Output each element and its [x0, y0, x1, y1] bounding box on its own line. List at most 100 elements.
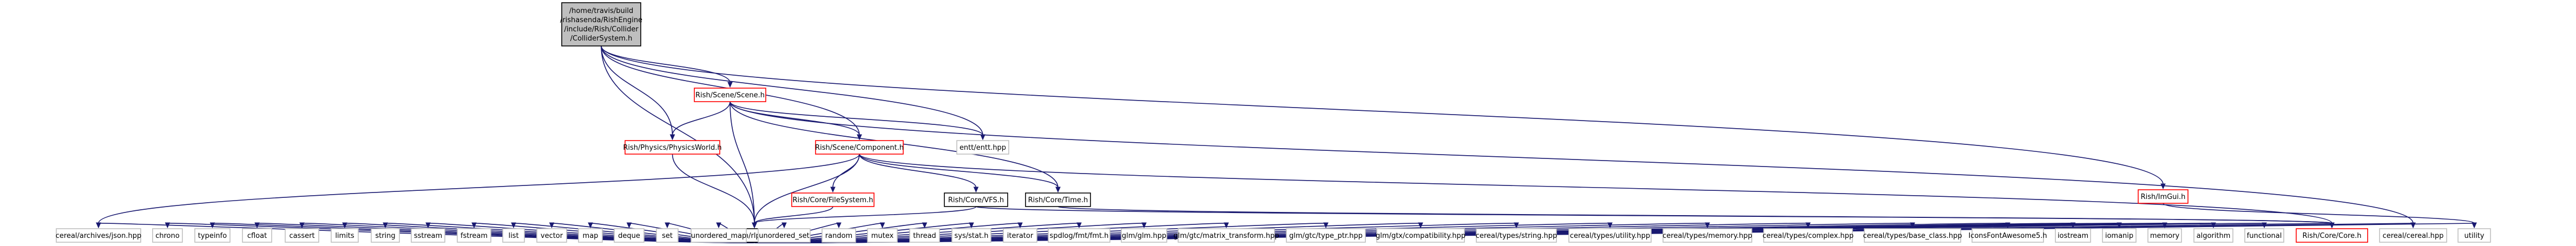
- edge-scenecomponent-to-time: [859, 154, 1061, 193]
- node-spdlog: spdlog/fmt/fmt.h: [1048, 228, 1110, 243]
- node-sstream: sstream: [411, 228, 445, 243]
- node-box: [152, 228, 183, 243]
- node-box: [2193, 228, 2233, 243]
- edge-arrowhead: [879, 222, 885, 229]
- node-filesystem[interactable]: Rish/Core/FileSystem.h: [791, 192, 875, 207]
- edge-arrowhead: [922, 222, 928, 229]
- node-box: [2102, 228, 2137, 243]
- node-box: [561, 2, 641, 46]
- node-label: Rish/Physics/PhysicsWorld.h: [623, 144, 721, 152]
- node-box: [1286, 228, 1366, 243]
- node-box: [944, 192, 1008, 207]
- node-box: [502, 228, 525, 243]
- node-box: [909, 228, 940, 243]
- node-unordered_set: unordered_set: [758, 228, 811, 243]
- edge-arrowhead: [830, 187, 836, 193]
- edge-arrowhead: [383, 222, 388, 229]
- edge-root-to-imgui: [601, 45, 2166, 190]
- node-box: [371, 228, 400, 243]
- node-label: deque: [618, 232, 640, 240]
- node-box: [1178, 228, 1275, 243]
- node-label: map: [583, 232, 599, 240]
- node-label: limits: [335, 232, 354, 240]
- edge-arrowhead: [665, 222, 670, 229]
- node-label: /home/travis/build: [569, 7, 633, 15]
- edge-line: [672, 154, 755, 224]
- node-iconsfont: IconsFontAwesome5.h: [1968, 228, 2047, 243]
- node-glm: glm/glm.hpp: [1121, 228, 1167, 243]
- edge-vfs-to-rishpch: [752, 206, 977, 229]
- edge-line: [2163, 203, 2475, 224]
- node-label: cereal/types/string.hpp: [1476, 232, 1558, 240]
- node-box: [791, 192, 875, 207]
- edge-arrowhead: [781, 222, 787, 229]
- node-label: typeinfo: [198, 232, 227, 240]
- node-label: sys/stat.h: [955, 232, 989, 240]
- node-box: [1376, 228, 1465, 243]
- node-label: memory: [2150, 232, 2180, 240]
- edge-root-to-entt: [601, 45, 985, 141]
- node-limits: limits: [331, 228, 359, 243]
- edge-line: [859, 154, 2332, 224]
- node-label: cereal/cereal.hpp: [2383, 232, 2444, 240]
- edge-line: [754, 206, 977, 224]
- node-label: iomanip: [2105, 232, 2133, 240]
- node-scene[interactable]: Rish/Scene/Scene.h: [694, 88, 766, 102]
- edge-arrowhead: [549, 222, 555, 229]
- node-label: Rish/Scene/Scene.h: [695, 91, 765, 99]
- node-root[interactable]: /home/travis/build/rishasenda/RishEngine…: [560, 2, 642, 46]
- edge-arrowhead: [1141, 222, 1147, 229]
- node-imgui[interactable]: Rish/ImGui.h: [2138, 189, 2189, 204]
- node-typeinfo: typeinfo: [194, 228, 231, 243]
- node-vfs[interactable]: Rish/Core/VFS.h: [944, 192, 1008, 207]
- node-memory: memory: [2147, 228, 2182, 243]
- edge-line: [601, 45, 2164, 185]
- node-label: unordered_map: [691, 232, 747, 240]
- node-label: string: [375, 232, 395, 240]
- node-box: [2379, 228, 2447, 243]
- node-box: [956, 140, 1009, 155]
- node-box: [758, 228, 811, 243]
- node-box: [2147, 228, 2182, 243]
- node-corecore[interactable]: Rish/Core/Core.h: [2296, 228, 2368, 243]
- node-label: glm/gtc/matrix_transform.hpp: [1173, 232, 1279, 240]
- edge-layer: [96, 45, 2477, 243]
- node-box: [1568, 228, 1652, 243]
- node-box: [2244, 228, 2284, 243]
- node-string: string: [371, 228, 400, 243]
- node-utility: utility: [2457, 228, 2491, 243]
- edge-arrowhead: [511, 222, 516, 229]
- edge-scenecomponent-to-cerealjson: [96, 154, 860, 229]
- edge-arrowhead: [752, 222, 757, 229]
- edge-arrowhead: [626, 222, 632, 229]
- node-box: [1121, 228, 1167, 243]
- node-label: algorithm: [2197, 232, 2231, 240]
- edge-line: [832, 154, 860, 188]
- node-label: cereal/types/complex.hpp: [1763, 232, 1854, 240]
- node-time[interactable]: Rish/Core/Time.h: [1025, 192, 1091, 207]
- node-scenecomponent[interactable]: Rish/Scene/Component.h: [815, 140, 904, 155]
- edge-arrowhead: [1017, 222, 1023, 229]
- node-cereal: cereal/cereal.hpp: [2379, 228, 2447, 243]
- node-cerealutility: cereal/types/utility.hpp: [1568, 228, 1652, 243]
- node-functional: functional: [2244, 228, 2284, 243]
- node-label: mutex: [871, 232, 894, 240]
- node-deque: deque: [614, 228, 645, 243]
- node-label: cassert: [289, 232, 314, 240]
- edge-arrowhead: [342, 222, 347, 229]
- node-label: spdlog/fmt/fmt.h: [1050, 232, 1109, 240]
- edge-arrowhead: [1224, 222, 1229, 229]
- node-label: /ColliderSystem.h: [570, 35, 633, 43]
- node-label: Rish/ImGui.h: [2141, 193, 2186, 201]
- node-box: [2457, 228, 2491, 243]
- node-set: set: [656, 228, 679, 243]
- edge-arrowhead: [165, 222, 170, 229]
- node-label: cereal/types/base_class.hpp: [1863, 232, 1962, 240]
- edge-physicsworld-to-rishpch: [672, 154, 757, 229]
- node-unordered_map: unordered_map: [691, 228, 747, 243]
- node-cerealmemory: cereal/types/memory.hpp: [1662, 228, 1752, 243]
- node-physicsworld[interactable]: Rish/Physics/PhysicsWorld.h: [623, 140, 722, 155]
- node-box: [1476, 228, 1557, 243]
- node-label: IconsFontAwesome5.h: [1968, 232, 2047, 240]
- node-label: thread: [913, 232, 936, 240]
